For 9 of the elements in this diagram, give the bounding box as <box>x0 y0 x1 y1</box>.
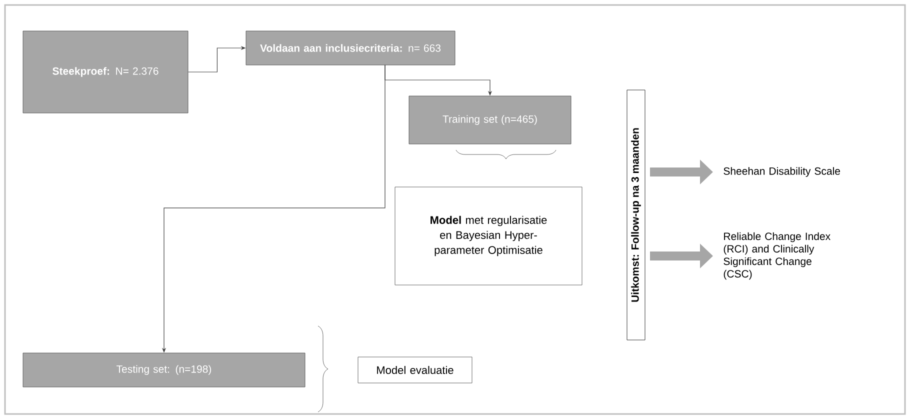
outcome-bar: Uitkomst: Follow-up na 3 maanden <box>626 90 646 340</box>
outcome-label: Sheehan Disability Scale <box>724 167 840 177</box>
model-box: Model met regularisatie en Bayesian Hyper-parameter Optimisatie <box>394 186 582 286</box>
outcome-label: Reliable Change Index (RCI) and Clinically Significant Change (CSC) <box>724 232 830 280</box>
sample-box: Steekproef: N= 2.376 <box>22 30 188 114</box>
inclusion-box: Voldaan aan inclusiecriteria: n= 663 <box>246 30 456 66</box>
evaluation-box: Model evaluatie <box>358 356 472 384</box>
training-set-box: Training set (n=465) <box>408 96 572 144</box>
testing-set-box: Testing set: (n=198) <box>22 352 306 388</box>
